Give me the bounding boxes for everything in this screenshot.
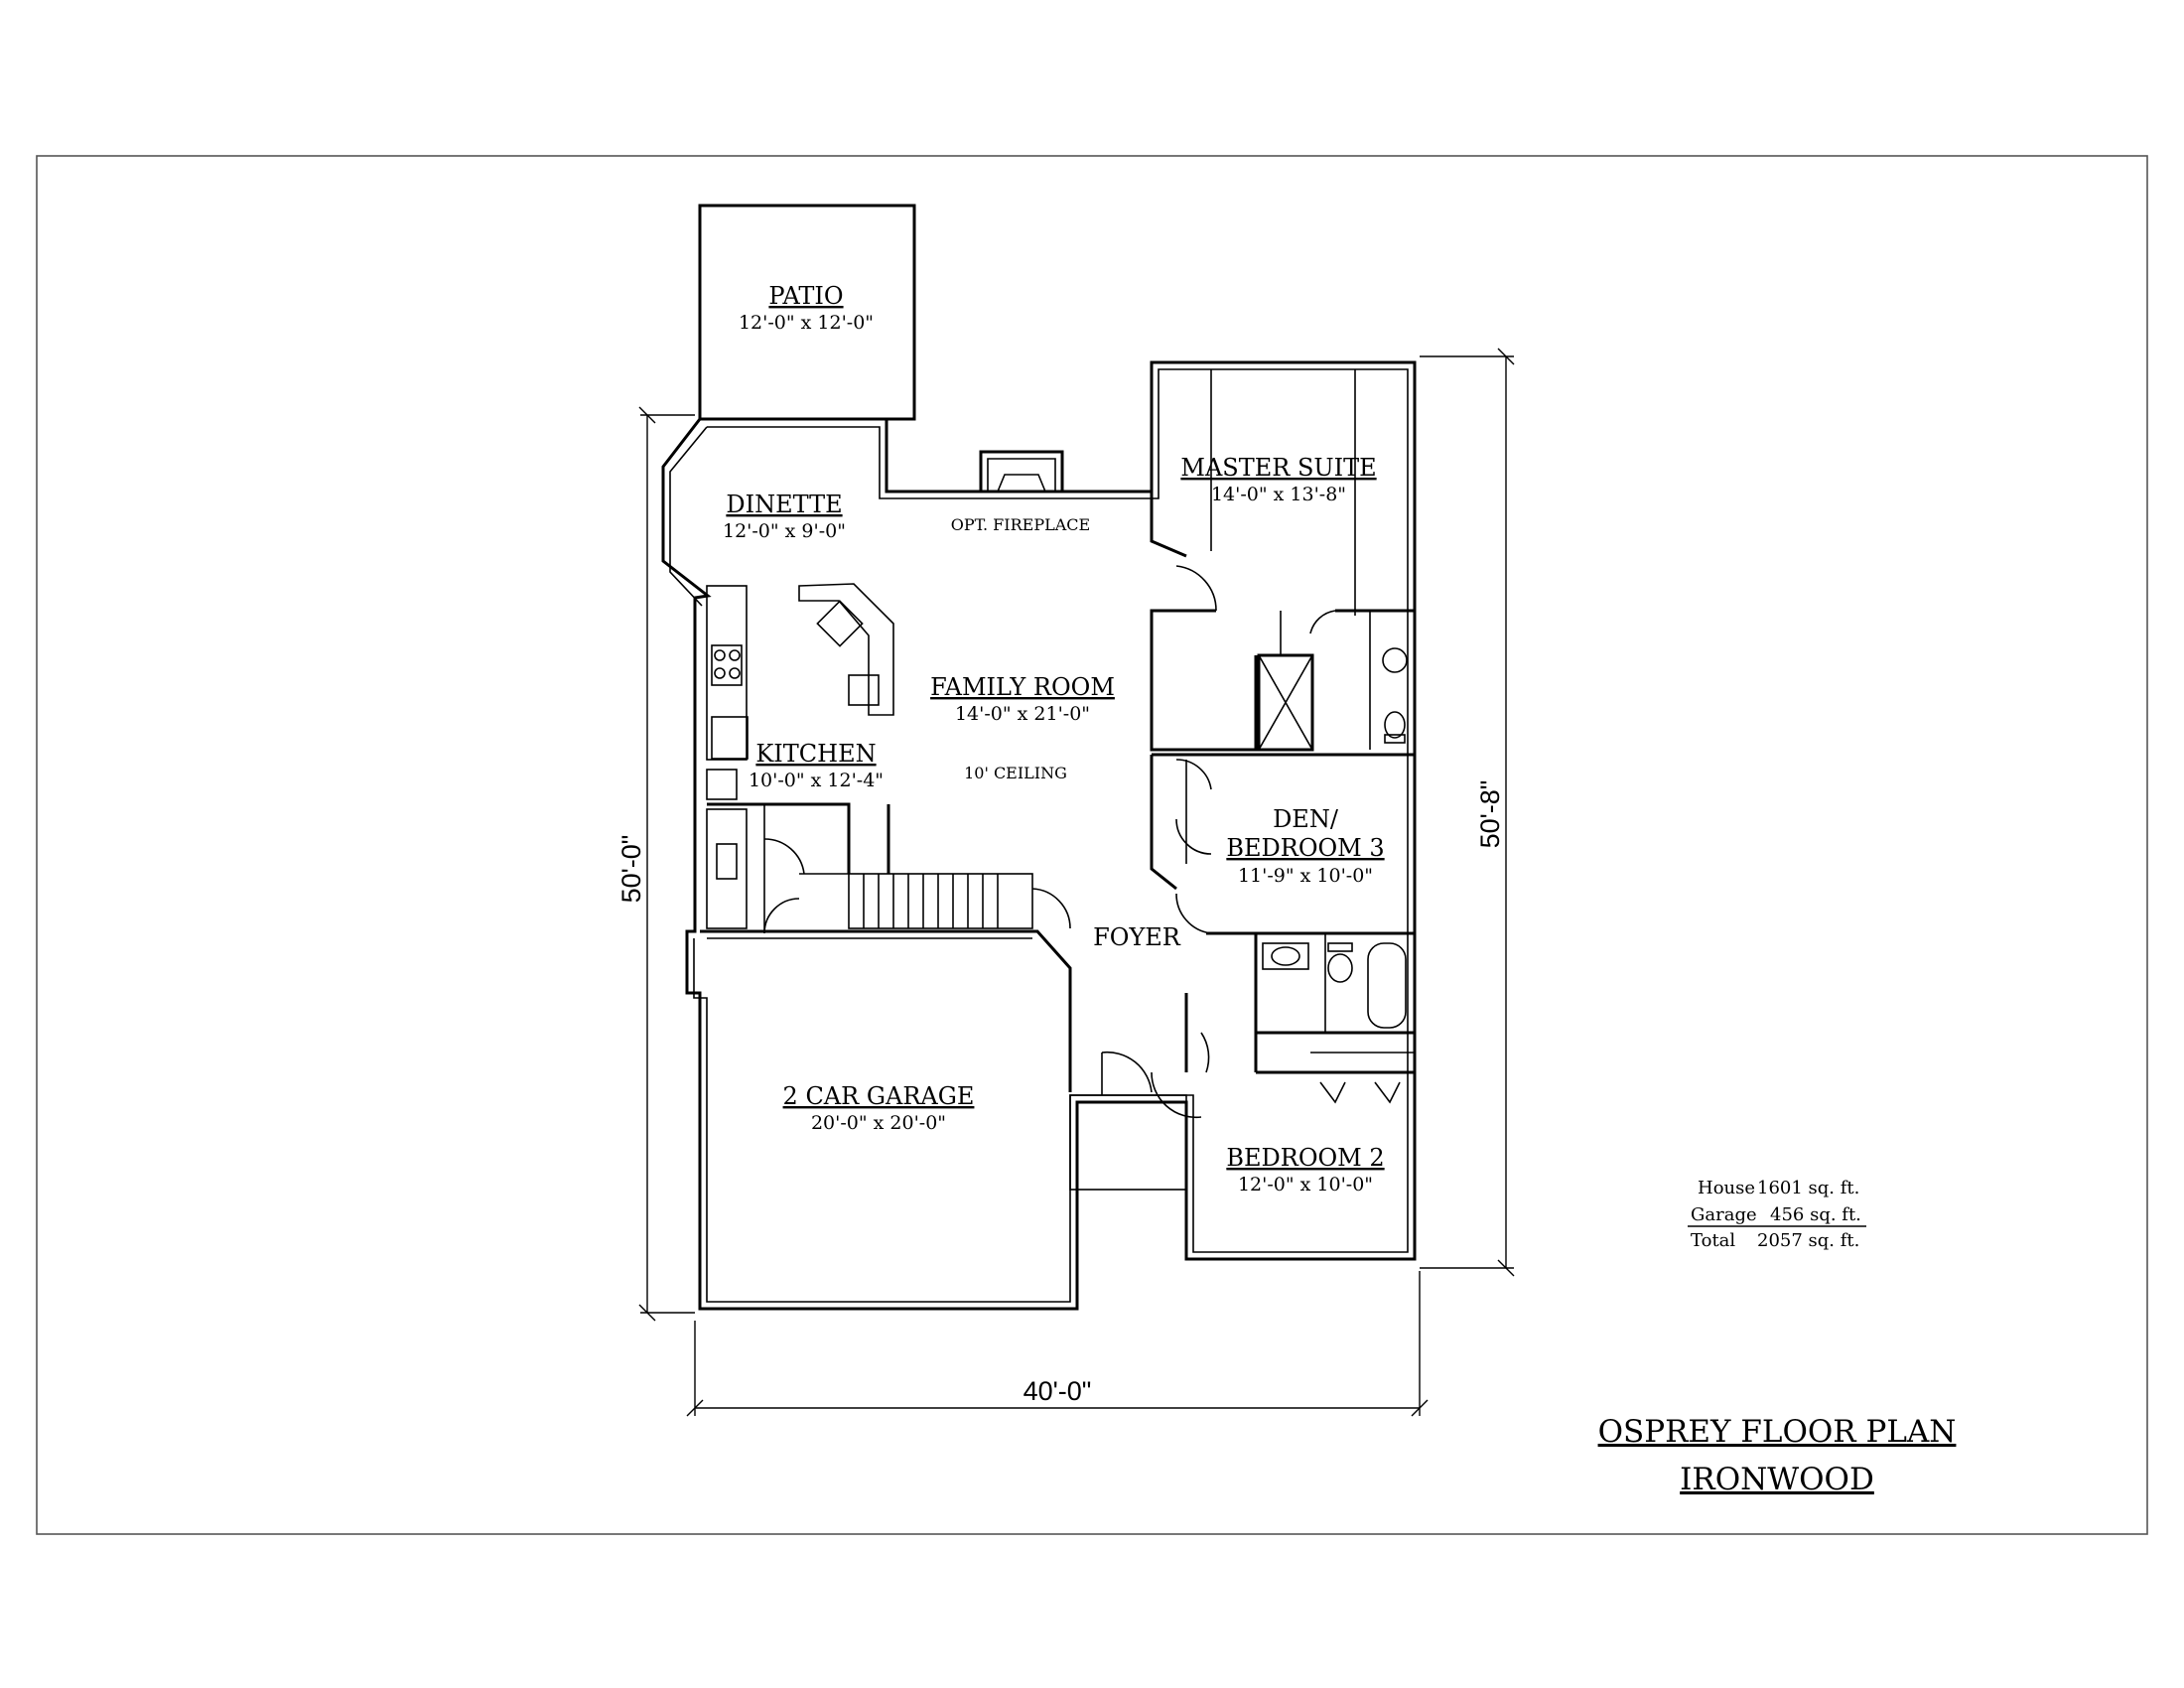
master-suite-dims: 14'-0" x 13'-8" bbox=[1211, 484, 1346, 505]
stair-treads bbox=[863, 874, 999, 928]
foyer-label: FOYER bbox=[1093, 923, 1181, 951]
fireplace-note: OPT. FIREPLACE bbox=[951, 515, 1090, 534]
garage-area-label: Garage bbox=[1691, 1204, 1757, 1225]
fireplace-symbol bbox=[979, 450, 1064, 492]
kitchen-cabinets bbox=[706, 583, 894, 929]
plan-subtitle: IRONWOOD bbox=[1680, 1462, 1874, 1497]
room-labels: PATIO 12'-0" x 12'-0" DINETTE 12'-0" x 9… bbox=[723, 282, 1385, 1196]
dimension-bottom: 40'-0" bbox=[686, 1271, 1429, 1417]
bath-fixtures bbox=[1262, 647, 1408, 983]
dinette-dims: 12'-0" x 9'-0" bbox=[723, 520, 846, 542]
kitchen-dims: 10'-0" x 12'-4" bbox=[749, 770, 884, 791]
dinette-label: DINETTE bbox=[726, 491, 842, 518]
plan-title-block: OSPREY FLOOR PLAN IRONWOOD bbox=[1598, 1414, 1957, 1497]
family-room-dims: 14'-0" x 21'-0" bbox=[955, 703, 1090, 725]
overall-depth-right: 50'-8" bbox=[1475, 780, 1505, 849]
area-table: House 1601 sq. ft. Garage 456 sq. ft. To… bbox=[1688, 1178, 1866, 1251]
house-area-label: House bbox=[1698, 1178, 1755, 1198]
patio-slab bbox=[698, 204, 916, 421]
overall-depth-left: 50'-0" bbox=[616, 835, 646, 904]
master-suite-label: MASTER SUITE bbox=[1180, 454, 1376, 482]
den-label-line1: DEN/ bbox=[1273, 805, 1339, 833]
total-area-value: 2057 sq. ft. bbox=[1757, 1230, 1859, 1251]
garage-dims: 20'-0" x 20'-0" bbox=[811, 1112, 946, 1134]
den-label-line2: BEDROOM 3 bbox=[1226, 834, 1384, 862]
bedroom2-label: BEDROOM 2 bbox=[1226, 1144, 1384, 1172]
garage-label: 2 CAR GARAGE bbox=[783, 1082, 975, 1110]
sheet-border bbox=[36, 155, 2148, 1535]
kitchen-label: KITCHEN bbox=[755, 740, 876, 768]
interior-walls bbox=[700, 362, 1415, 1191]
den-dims: 11'-9" x 10'-0" bbox=[1238, 865, 1373, 887]
house-area-value: 1601 sq. ft. bbox=[1757, 1178, 1859, 1198]
family-room-label: FAMILY ROOM bbox=[930, 673, 1115, 701]
garage-area-value: 456 sq. ft. bbox=[1770, 1204, 1861, 1225]
plan-title: OSPREY FLOOR PLAN bbox=[1598, 1414, 1957, 1450]
bedroom2-dims: 12'-0" x 10'-0" bbox=[1238, 1174, 1373, 1196]
patio-label: PATIO bbox=[768, 282, 843, 310]
total-area-label: Total bbox=[1691, 1230, 1735, 1251]
family-room-ceiling-note: 10' CEILING bbox=[964, 764, 1067, 782]
dimension-right: 50'-8" bbox=[1420, 348, 1515, 1277]
dimension-left: 50'-0" bbox=[616, 406, 695, 1322]
door-swings bbox=[763, 565, 1401, 1119]
overall-width: 40'-0" bbox=[1024, 1376, 1092, 1406]
patio-dims: 12'-0" x 12'-0" bbox=[739, 312, 874, 334]
